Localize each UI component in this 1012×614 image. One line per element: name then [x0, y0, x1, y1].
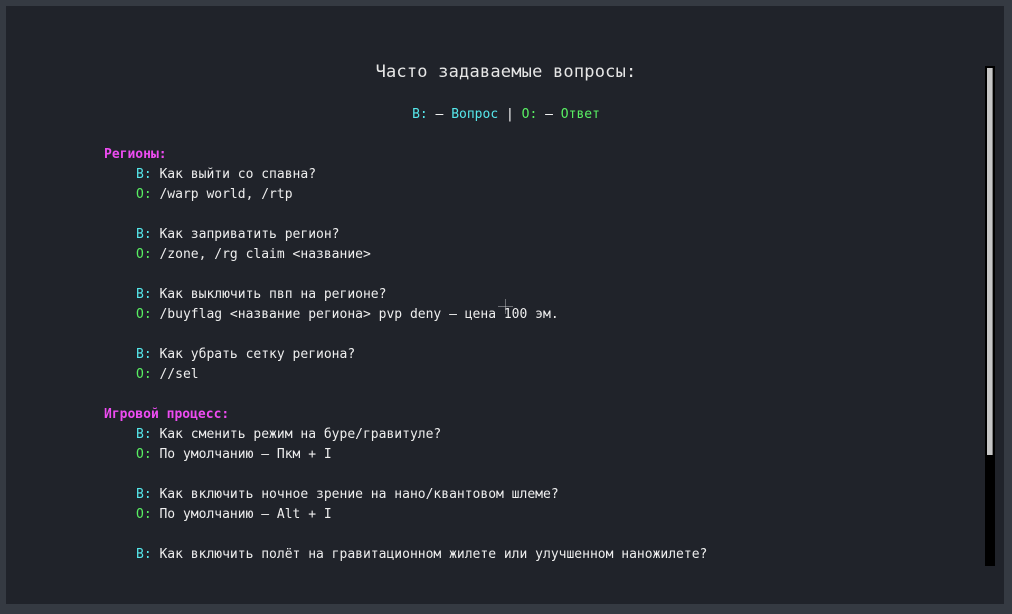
- question-line: В: Как выйти со спавна?: [136, 165, 316, 185]
- answer-prefix: О:: [136, 447, 160, 462]
- question-line: В: Как сменить режим на буре/гравитуле?: [136, 425, 441, 445]
- answer-text: //sel: [159, 367, 199, 382]
- answer-prefix: О:: [136, 307, 160, 322]
- faq-window: [6, 6, 1004, 604]
- answer-line: О: По умолчанию – Alt + I: [136, 505, 332, 525]
- question-text: Как включить полёт на гравитационном жил…: [159, 547, 708, 562]
- answer-text: По умолчанию – Пкм + I: [159, 447, 332, 462]
- legend-answer-prefix: О:: [521, 107, 538, 122]
- scrollbar-thumb[interactable]: [987, 68, 993, 455]
- answer-text: По умолчанию – Alt + I: [159, 507, 332, 522]
- crosshair-cursor: [498, 299, 513, 314]
- question-prefix: В:: [136, 427, 160, 442]
- question-text: Как заприватить регион?: [159, 227, 340, 242]
- question-text: Как включить ночное зрение на нано/квант…: [159, 487, 559, 502]
- question-line: В: Как включить ночное зрение на нано/кв…: [136, 485, 559, 505]
- question-prefix: В:: [136, 487, 160, 502]
- question-prefix: В:: [136, 287, 160, 302]
- answer-line: О: /zone, /rg claim <название>: [136, 245, 371, 265]
- section-title-regions: Регионы:: [104, 147, 167, 162]
- question-line: В: Как включить полёт на гравитационном …: [136, 545, 707, 565]
- legend-question-dash: –: [427, 107, 452, 122]
- question-line: В: Как заприватить регион?: [136, 225, 340, 245]
- answer-text: /warp world, /rtp: [159, 187, 293, 202]
- question-prefix: В:: [136, 347, 160, 362]
- question-prefix: В:: [136, 547, 160, 562]
- question-text: Как выключить пвп на регионе?: [159, 287, 387, 302]
- page-title: Часто задаваемые вопросы:: [375, 62, 637, 82]
- answer-text: /buyflag <название региона> pvp deny – ц…: [159, 307, 559, 322]
- question-line: В: Как убрать сетку региона?: [136, 345, 355, 365]
- answer-line: О: //sel: [136, 365, 199, 385]
- answer-prefix: О:: [136, 507, 160, 522]
- answer-prefix: О:: [136, 367, 160, 382]
- question-prefix: В:: [136, 167, 160, 182]
- answer-text: /zone, /rg claim <название>: [159, 247, 371, 262]
- legend: В: – Вопрос | О: – Ответ: [0, 105, 1012, 125]
- question-text: Как сменить режим на буре/гравитуле?: [159, 427, 442, 442]
- legend-separator: |: [498, 107, 522, 122]
- legend-question-prefix: В:: [412, 107, 428, 122]
- legend-answer-label: Ответ: [560, 107, 600, 122]
- question-line: В: Как выключить пвп на регионе?: [136, 285, 386, 305]
- answer-line: О: /buyflag <название региона> pvp deny …: [136, 305, 559, 325]
- question-text: Как выйти со спавна?: [159, 167, 317, 182]
- answer-prefix: О:: [136, 187, 160, 202]
- legend-answer-dash: –: [537, 107, 561, 122]
- question-prefix: В:: [136, 227, 160, 242]
- question-text: Как убрать сетку региона?: [159, 347, 356, 362]
- legend-question-label: Вопрос: [451, 107, 499, 122]
- scrollbar[interactable]: [985, 66, 995, 566]
- answer-line: О: /warp world, /rtp: [136, 185, 293, 205]
- section-title-gameplay: Игровой процесс:: [104, 407, 230, 422]
- answer-prefix: О:: [136, 247, 160, 262]
- answer-line: О: По умолчанию – Пкм + I: [136, 445, 332, 465]
